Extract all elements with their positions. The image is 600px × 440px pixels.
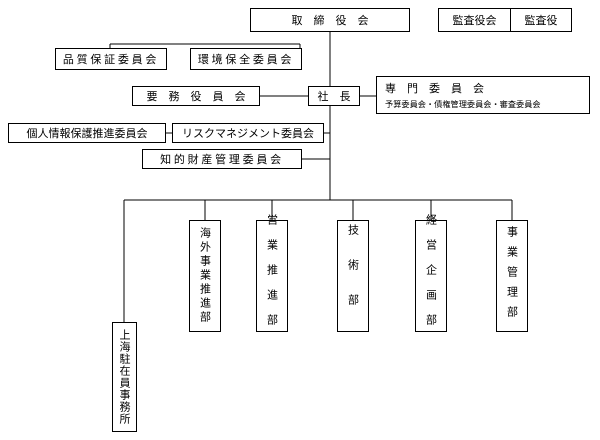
privacy-committee-label: 個人情報保護推進委員会	[26, 127, 148, 140]
department-planning: 経営企画部	[415, 214, 447, 339]
specialist-committee-box: 専 門 委 員 会 予算委員会・債権管理委員会・審査委員会	[376, 76, 590, 114]
department-label: 海外事業推進部	[198, 227, 212, 325]
department-label: 上海駐在員事務所	[118, 329, 131, 425]
department-label: 経営企画部	[424, 213, 438, 339]
department-label: 営業推進部	[265, 213, 279, 339]
department-overseas: 海外事業推進部	[189, 220, 221, 332]
auditor-box: 監査役	[510, 8, 572, 32]
specialist-committee-title: 専 門 委 員 会	[385, 82, 484, 95]
privacy-committee-box: 個人情報保護推進委員会	[8, 123, 166, 143]
president-box: 社 長	[308, 86, 360, 106]
board-of-directors-box: 取 締 役 会	[250, 8, 410, 32]
ip-committee-box: 知的財産管理委員会	[142, 149, 302, 169]
department-admin: 事業管理部	[496, 220, 528, 332]
specialist-committee-detail: 予算委員会・債権管理委員会・審査委員会	[385, 99, 541, 109]
department-sales: 営業推進部	[256, 214, 288, 339]
risk-committee-label: リスクマネジメント委員会	[182, 127, 314, 140]
quality-committee-box: 品質保証委員会	[55, 48, 167, 70]
department-label: 事業管理部	[505, 226, 519, 326]
environment-committee-label: 環境保全委員会	[197, 53, 295, 66]
ip-committee-label: 知的財産管理委員会	[160, 153, 284, 166]
executive-meeting-label: 要 務 役 員 会	[146, 90, 246, 103]
audit-board-box: 監査役会	[438, 8, 511, 32]
environment-committee-box: 環境保全委員会	[190, 48, 302, 70]
board-of-directors-label: 取 締 役 会	[291, 14, 369, 27]
audit-board-label: 監査役会	[452, 14, 497, 27]
auditor-label: 監査役	[524, 14, 558, 27]
department-label: 技術部	[346, 223, 360, 329]
quality-committee-label: 品質保証委員会	[62, 53, 160, 66]
department-shanghai-office: 上海駐在員事務所	[112, 322, 137, 432]
president-label: 社 長	[317, 90, 351, 103]
risk-committee-box: リスクマネジメント委員会	[172, 123, 324, 143]
department-tech: 技術部	[337, 220, 369, 332]
executive-meeting-box: 要 務 役 員 会	[132, 86, 260, 106]
